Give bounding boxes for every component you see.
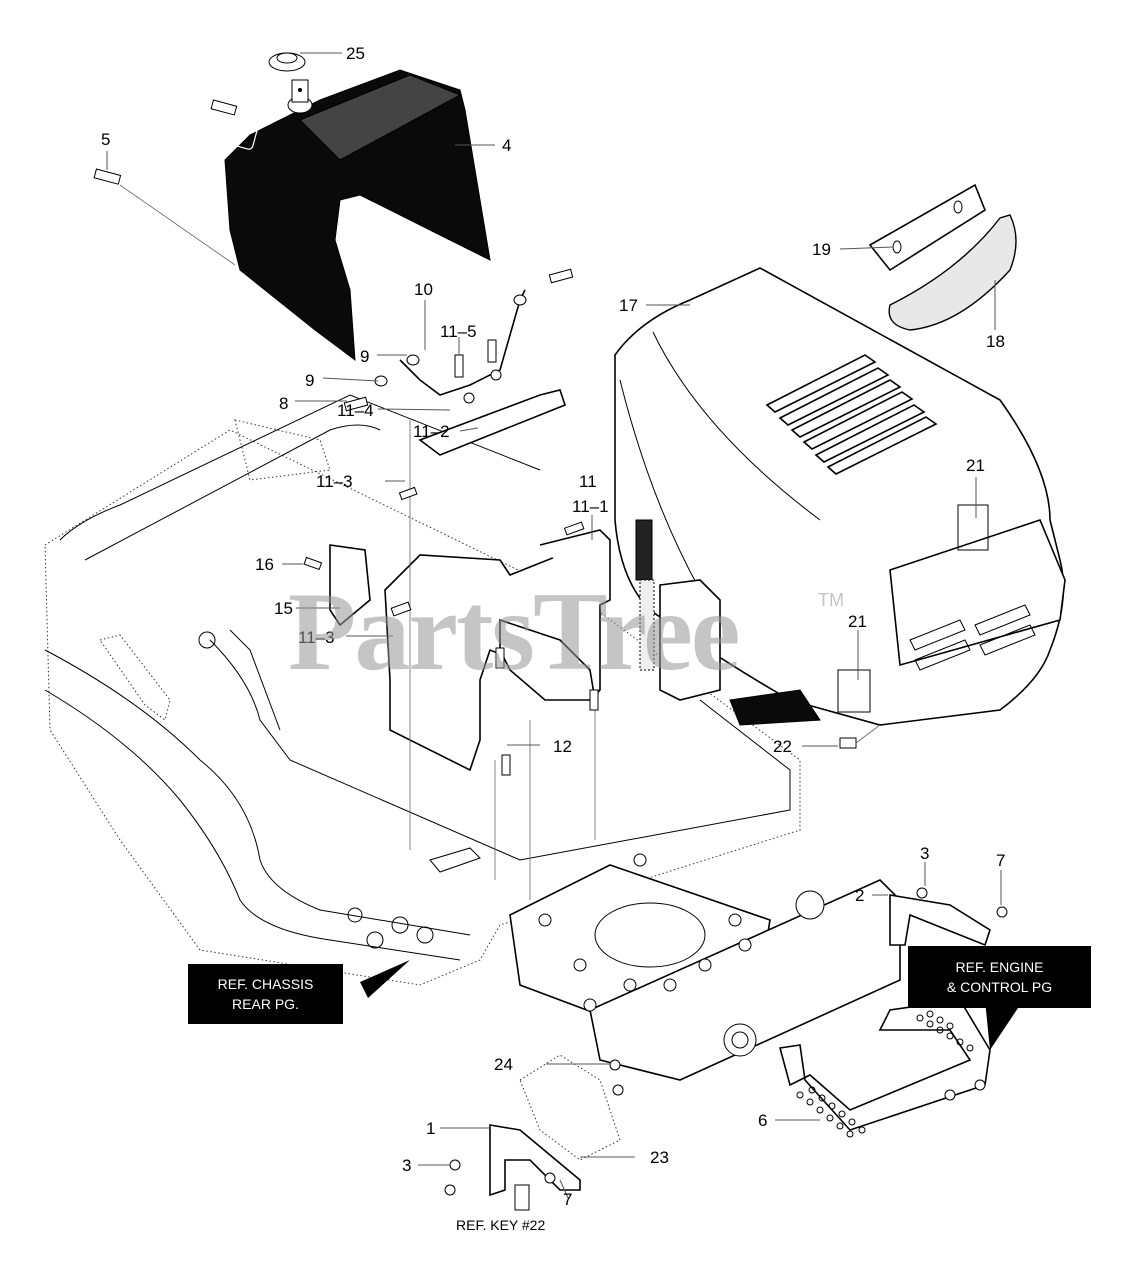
callout-11-3a: 11–3 [316,472,353,491]
callout-18: 18 [986,332,1005,351]
callout-3a: 3 [920,844,929,863]
callout-10: 10 [414,280,433,299]
ref-chassis-line2: REAR PG. [232,996,299,1012]
callout-15: 15 [274,599,293,618]
frame-bolts [538,853,752,1012]
callout-11: 11 [579,472,597,491]
callout-16: 16 [255,555,274,574]
callout-8: 8 [279,394,288,413]
decal-21a [957,504,989,551]
callout-11-3b: 11–3 [298,628,335,647]
callout-2: 2 [855,886,864,905]
callout-11-1: 11–1 [572,497,609,516]
callout-25: 25 [346,44,365,63]
bracket-assembly-11 [303,268,611,900]
callout-11-5: 11–5 [440,322,477,341]
ref-engine-line1: REF. ENGINE [955,959,1044,975]
callout-labels: 25 4 5 10 11–5 9 9 8 11–4 11–2 11–3 16 1… [101,44,1005,1209]
bracket-part-1 [444,1059,624,1211]
bolt [210,99,238,116]
bumper-part-6 [778,999,991,1138]
ref-engine-line2: & CONTROL PG [946,979,1053,995]
callout-21a: 21 [966,456,985,475]
callout-21b: 21 [848,612,867,631]
callout-9a: 9 [360,347,369,366]
bolt-part-5 [93,168,236,266]
callout-11-4: 11–4 [337,401,374,420]
callout-19: 19 [812,240,831,259]
leader-lines [106,52,1002,1199]
bracket-part-2 [889,887,1008,947]
callout-5: 5 [101,130,110,149]
callout-4: 4 [502,136,511,155]
hood-vents [765,354,938,475]
callout-7b: 7 [563,1190,572,1209]
callout-23: 23 [650,1148,669,1167]
callout-1: 1 [426,1119,435,1138]
ref-engine-control-box: REF. ENGINE & CONTROL PG [908,946,1091,1008]
trademark-mark: TM [818,590,844,610]
fuel-cap-part-25 [268,52,306,72]
callout-11-2: 11–2 [413,422,450,441]
dash-cover-part-4 [224,69,491,362]
callout-17: 17 [619,296,638,315]
callout-22: 22 [773,737,792,756]
pin-part-22 [839,724,881,749]
callout-6: 6 [758,1111,767,1130]
decal-21b [837,669,871,713]
steering-column [635,519,721,701]
callout-12: 12 [553,737,572,756]
hood-part-17 [614,267,1066,726]
chassis-ref-pointer [360,960,410,998]
ref-chassis-line1: REF. CHASSIS [217,976,314,992]
chassis-frame [44,394,801,986]
engine-ref-pointer [985,1000,1020,1050]
front-frame [509,853,901,1161]
callout-9b: 9 [305,371,314,390]
callout-24: 24 [494,1055,513,1074]
ref-key-label: REF. KEY #22 [456,1217,546,1233]
grille-slots [909,604,1036,671]
callout-3b: 3 [402,1156,411,1175]
callout-7a: 7 [996,851,1005,870]
ref-chassis-rear-box: REF. CHASSIS REAR PG. [188,964,343,1024]
headlight-lens-part-18 [888,214,1017,331]
